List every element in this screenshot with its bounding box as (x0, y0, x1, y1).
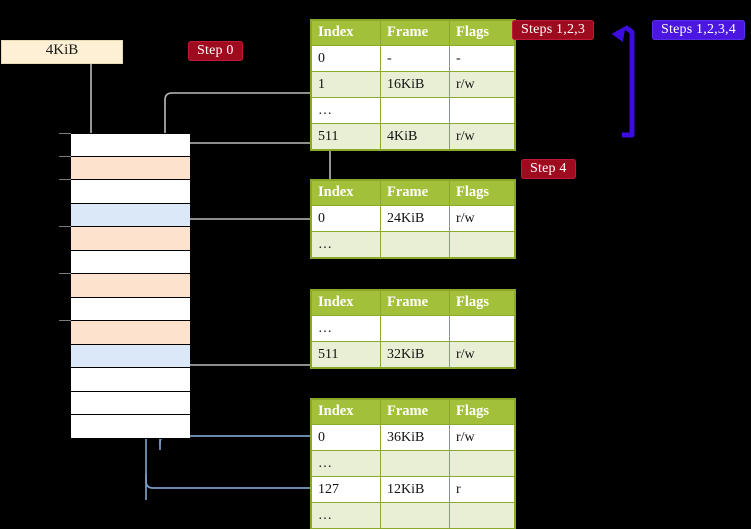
cell-index: … (311, 315, 381, 342)
cell-index: 0 (311, 45, 381, 72)
cell-flags (449, 97, 515, 124)
memory-frame-row (59, 320, 190, 345)
column-header-flags: Flags (449, 20, 515, 46)
memory-size-label: 4KiB (1, 40, 123, 64)
cell-flags: r/w (449, 123, 515, 150)
memory-frame-row (59, 226, 190, 251)
memory-frame-row (71, 391, 190, 415)
cell-index: 0 (311, 424, 381, 451)
memory-row-tick (59, 226, 71, 228)
steps-loop-arrow (611, 24, 635, 138)
cell-frame: 24KiB (380, 205, 450, 232)
steps-123-badge: Steps 1,2,3 (512, 20, 595, 40)
column-header-frame: Frame (380, 180, 450, 206)
column-header-index: Index (311, 290, 381, 316)
table-row[interactable]: … (311, 231, 515, 258)
memory-frame-row (71, 415, 190, 439)
cell-frame (380, 450, 450, 477)
memory-frame-row (71, 344, 190, 368)
cell-flags (449, 502, 515, 529)
cell-frame: - (380, 45, 450, 72)
column-header-flags: Flags (449, 399, 515, 425)
connector-l2-row511 (171, 310, 311, 366)
column-header-frame: Frame (380, 20, 450, 46)
cell-frame: 12KiB (380, 476, 450, 503)
cell-frame (380, 97, 450, 124)
step-0-badge: Step 0 (188, 41, 243, 61)
memory-row-tick (59, 273, 71, 275)
memory-row-tick (59, 155, 71, 157)
table-row[interactable]: … (311, 502, 515, 529)
cell-index: 511 (311, 341, 381, 368)
cell-index: … (311, 502, 381, 529)
cell-flags (449, 315, 515, 342)
column-header-index: Index (311, 399, 381, 425)
cell-flags: r (449, 476, 515, 503)
cell-index: 1 (311, 71, 381, 98)
cell-frame (380, 231, 450, 258)
connector-l3-row0 (178, 218, 311, 260)
column-header-frame: Frame (380, 399, 450, 425)
steps-1234-badge: Steps 1,2,3,4 (652, 20, 745, 40)
cell-frame: 36KiB (380, 424, 450, 451)
cell-flags: r/w (449, 424, 515, 451)
cell-flags (449, 231, 515, 258)
memory-row-tick (59, 133, 71, 135)
memory-frame-row (59, 133, 190, 157)
cell-flags: r/w (449, 341, 515, 368)
cell-frame (380, 502, 450, 529)
step-4-badge: Step 4 (521, 159, 576, 179)
memory-row-tick (59, 320, 71, 322)
table-row[interactable]: … (311, 97, 515, 124)
cell-frame: 32KiB (380, 341, 450, 368)
cell-index: … (311, 450, 381, 477)
memory-frame-row (59, 179, 190, 204)
cell-index: 127 (311, 476, 381, 503)
column-header-flags: Flags (449, 180, 515, 206)
memory-frame-row (59, 155, 190, 180)
memory-frame-row (71, 250, 190, 274)
memory-row-tick (59, 179, 71, 181)
connector-l1-row127 (145, 474, 311, 489)
cell-flags: r/w (449, 71, 515, 98)
memory-frame-row (71, 368, 190, 392)
column-header-index: Index (311, 20, 381, 46)
cell-flags (449, 450, 515, 477)
column-header-frame: Frame (380, 290, 450, 316)
memory-frame-row (71, 203, 190, 227)
cell-index: … (311, 231, 381, 258)
memory-frame-row (59, 273, 190, 298)
cell-frame (380, 315, 450, 342)
table-row[interactable]: … (311, 315, 515, 342)
cell-flags: r/w (449, 205, 515, 232)
cell-flags: - (449, 45, 515, 72)
memory-frame-row (71, 297, 190, 321)
cell-frame: 4KiB (380, 123, 450, 150)
cell-index: … (311, 97, 381, 124)
memory-size-text: 4KiB (45, 42, 79, 58)
memory-column (59, 133, 190, 439)
cell-frame: 16KiB (380, 71, 450, 98)
column-header-index: Index (311, 180, 381, 206)
table-row[interactable]: … (311, 450, 515, 477)
cell-index: 511 (311, 123, 381, 150)
column-header-flags: Flags (449, 290, 515, 316)
table-row[interactable]: 0-- (311, 45, 515, 72)
cell-index: 0 (311, 205, 381, 232)
